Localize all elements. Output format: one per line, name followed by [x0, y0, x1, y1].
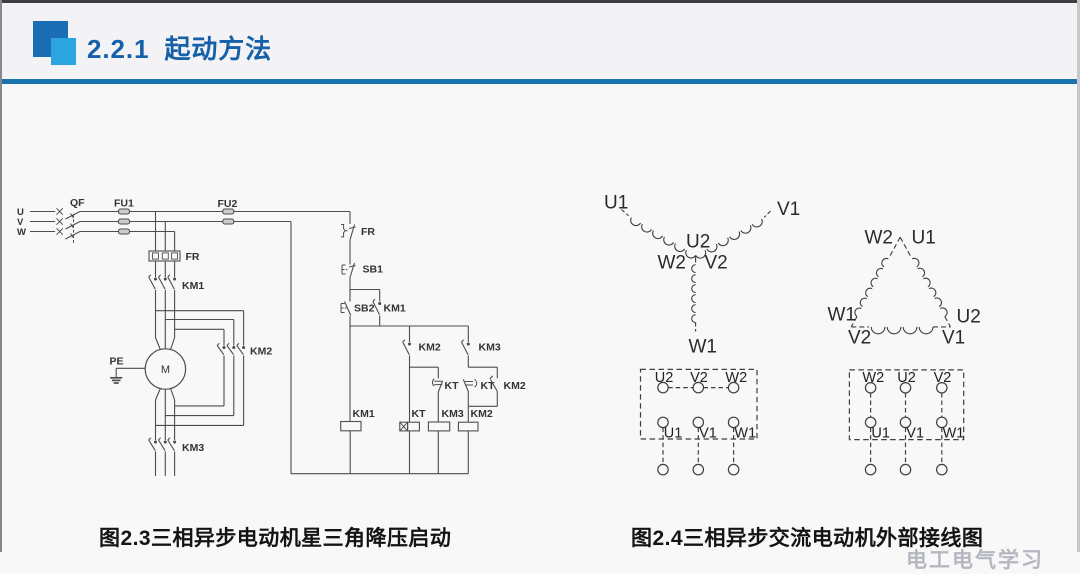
- svg-text:M: M: [161, 364, 170, 376]
- svg-text:SB1: SB1: [363, 264, 384, 276]
- svg-text:KM3: KM3: [442, 408, 464, 420]
- svg-text:U1: U1: [604, 193, 628, 214]
- svg-text:W1: W1: [828, 305, 857, 326]
- svg-text:V1: V1: [777, 199, 800, 220]
- svg-text:FR: FR: [361, 226, 375, 238]
- svg-text:KT: KT: [412, 408, 427, 420]
- svg-text:U1: U1: [912, 228, 936, 249]
- svg-text:KM3: KM3: [182, 442, 204, 454]
- svg-text:KT: KT: [445, 380, 460, 392]
- svg-text:U1: U1: [871, 425, 890, 441]
- svg-text:KM2: KM2: [250, 346, 272, 358]
- svg-text:KM1: KM1: [353, 408, 375, 420]
- svg-text:SB2: SB2: [354, 303, 375, 315]
- svg-text:W2: W2: [862, 370, 884, 386]
- svg-text:V: V: [17, 217, 24, 228]
- svg-text:U2: U2: [897, 370, 916, 386]
- svg-text:U: U: [17, 207, 24, 218]
- svg-text:W2: W2: [865, 228, 894, 249]
- svg-text:W1: W1: [689, 337, 718, 358]
- svg-text:FU1: FU1: [114, 198, 134, 210]
- svg-text:U2: U2: [686, 232, 710, 253]
- svg-text:W2: W2: [725, 370, 747, 386]
- svg-text:FR: FR: [186, 251, 200, 263]
- svg-text:U2: U2: [957, 307, 981, 328]
- svg-text:W: W: [17, 227, 26, 238]
- svg-text:V2: V2: [690, 370, 708, 386]
- svg-text:KM1: KM1: [384, 303, 406, 315]
- svg-text:W2: W2: [658, 253, 687, 274]
- svg-text:QF: QF: [70, 197, 85, 209]
- svg-text:KM1: KM1: [182, 280, 204, 292]
- svg-text:W1: W1: [943, 425, 965, 441]
- svg-text:U2: U2: [655, 370, 674, 386]
- svg-text:W1: W1: [734, 425, 756, 441]
- svg-text:KM2: KM2: [471, 408, 493, 420]
- svg-text:KT: KT: [481, 380, 496, 392]
- svg-text:V1: V1: [906, 425, 924, 441]
- svg-text:KM2: KM2: [419, 342, 441, 354]
- svg-text:KM2: KM2: [504, 380, 526, 392]
- svg-text:V2: V2: [848, 328, 871, 349]
- svg-text:PE: PE: [110, 356, 124, 368]
- svg-text:KM3: KM3: [479, 342, 501, 354]
- svg-text:V1: V1: [942, 328, 965, 349]
- svg-text:V1: V1: [699, 425, 717, 441]
- svg-text:V2: V2: [934, 370, 952, 386]
- svg-text:FU2: FU2: [218, 198, 238, 210]
- svg-text:U1: U1: [664, 425, 683, 441]
- svg-text:V2: V2: [705, 253, 728, 274]
